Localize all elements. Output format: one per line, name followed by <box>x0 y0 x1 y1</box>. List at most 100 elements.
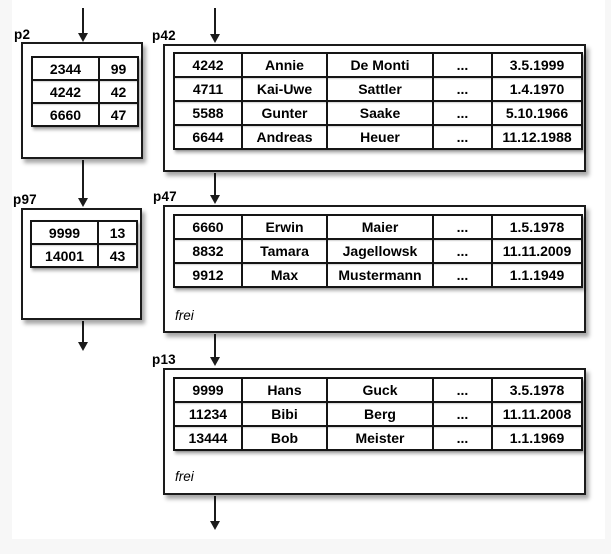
table-cell: 47 <box>98 102 139 127</box>
page-label-p97: p97 <box>13 192 37 207</box>
page-label-p13: p13 <box>152 352 176 367</box>
arrow-shaft <box>81 8 84 34</box>
table-cell: ... <box>432 76 493 102</box>
table-cell: Bibi <box>241 401 328 427</box>
table-cell: Max <box>241 262 328 288</box>
arrow-head-icon <box>77 33 88 42</box>
arrow-into-p2 <box>77 8 88 42</box>
arrow-shaft <box>213 334 216 358</box>
arrow-shaft <box>81 160 84 199</box>
table-cell: Mustermann <box>326 262 434 288</box>
arrow-p42-to-p47 <box>209 173 220 204</box>
page-label-p47: p47 <box>153 189 177 204</box>
table-cell: Andreas <box>241 124 328 150</box>
table-cell: 9999 <box>30 220 99 245</box>
table-cell: Heuer <box>326 124 434 150</box>
table-cell: ... <box>432 52 493 78</box>
page-label-p2: p2 <box>14 27 31 42</box>
table-cell: Gunter <box>241 100 328 126</box>
table-cell: 6660 <box>31 102 100 127</box>
table-cell: ... <box>432 401 493 427</box>
free-space-label: frei <box>175 308 194 323</box>
table-cell: 4711 <box>173 76 243 102</box>
table-cell: 42 <box>98 79 139 104</box>
table-cell: 1.1.1969 <box>491 425 583 451</box>
table-cell: 4242 <box>31 79 100 104</box>
table-cell: Tamara <box>241 238 328 264</box>
arrow-from-p97 <box>77 321 88 351</box>
free-space-label: frei <box>175 469 194 484</box>
table-cell: Bob <box>241 425 328 451</box>
table-cell: ... <box>432 124 493 150</box>
table-cell: 6660 <box>173 214 243 240</box>
arrow-head-icon <box>77 342 88 351</box>
table-cell: 1.5.1978 <box>491 214 583 240</box>
table-cell: 9912 <box>173 262 243 288</box>
table-cell: Meister <box>326 425 434 451</box>
table-cell: ... <box>432 238 493 264</box>
table-cell: Sattler <box>326 76 434 102</box>
table-cell: 43 <box>97 243 138 268</box>
table-cell: Berg <box>326 401 434 427</box>
table-cell: Maier <box>326 214 434 240</box>
arrow-into-p42 <box>209 8 220 43</box>
arrow-shaft <box>213 173 216 196</box>
table-cell: 11234 <box>173 401 243 427</box>
arrow-head-icon <box>209 195 220 204</box>
arrow-head-icon <box>209 521 220 530</box>
table-cell: 11.11.2009 <box>491 238 583 264</box>
table-cell: 6644 <box>173 124 243 150</box>
page-margin-left <box>0 0 12 554</box>
arrow-shaft <box>213 8 216 35</box>
table-cell: 13 <box>97 220 138 245</box>
table-cell: ... <box>432 100 493 126</box>
table-cell: 11.12.1988 <box>491 124 583 150</box>
table-cell: 4242 <box>173 52 243 78</box>
table-cell: Annie <box>241 52 328 78</box>
arrow-shaft <box>81 321 84 343</box>
table-cell: ... <box>432 377 493 403</box>
table-cell: 1.4.1970 <box>491 76 583 102</box>
table-cell: ... <box>432 214 493 240</box>
table-cell: Jagellowsk <box>326 238 434 264</box>
page-label-p42: p42 <box>152 28 176 43</box>
table-cell: Kai-Uwe <box>241 76 328 102</box>
table-cell: 2344 <box>31 56 100 81</box>
table-cell: 9999 <box>173 377 243 403</box>
table-cell: 5588 <box>173 100 243 126</box>
arrow-from-p13 <box>209 496 220 530</box>
table-cell: ... <box>432 262 493 288</box>
table-cell: 5.10.1966 <box>491 100 583 126</box>
table-cell: 99 <box>98 56 139 81</box>
arrow-head-icon <box>209 357 220 366</box>
arrow-p47-to-p13 <box>209 334 220 366</box>
arrow-head-icon <box>209 34 220 43</box>
table-cell: 3.5.1999 <box>491 52 583 78</box>
table-cell: 11.11.2008 <box>491 401 583 427</box>
page-margin-bottom <box>0 539 611 554</box>
